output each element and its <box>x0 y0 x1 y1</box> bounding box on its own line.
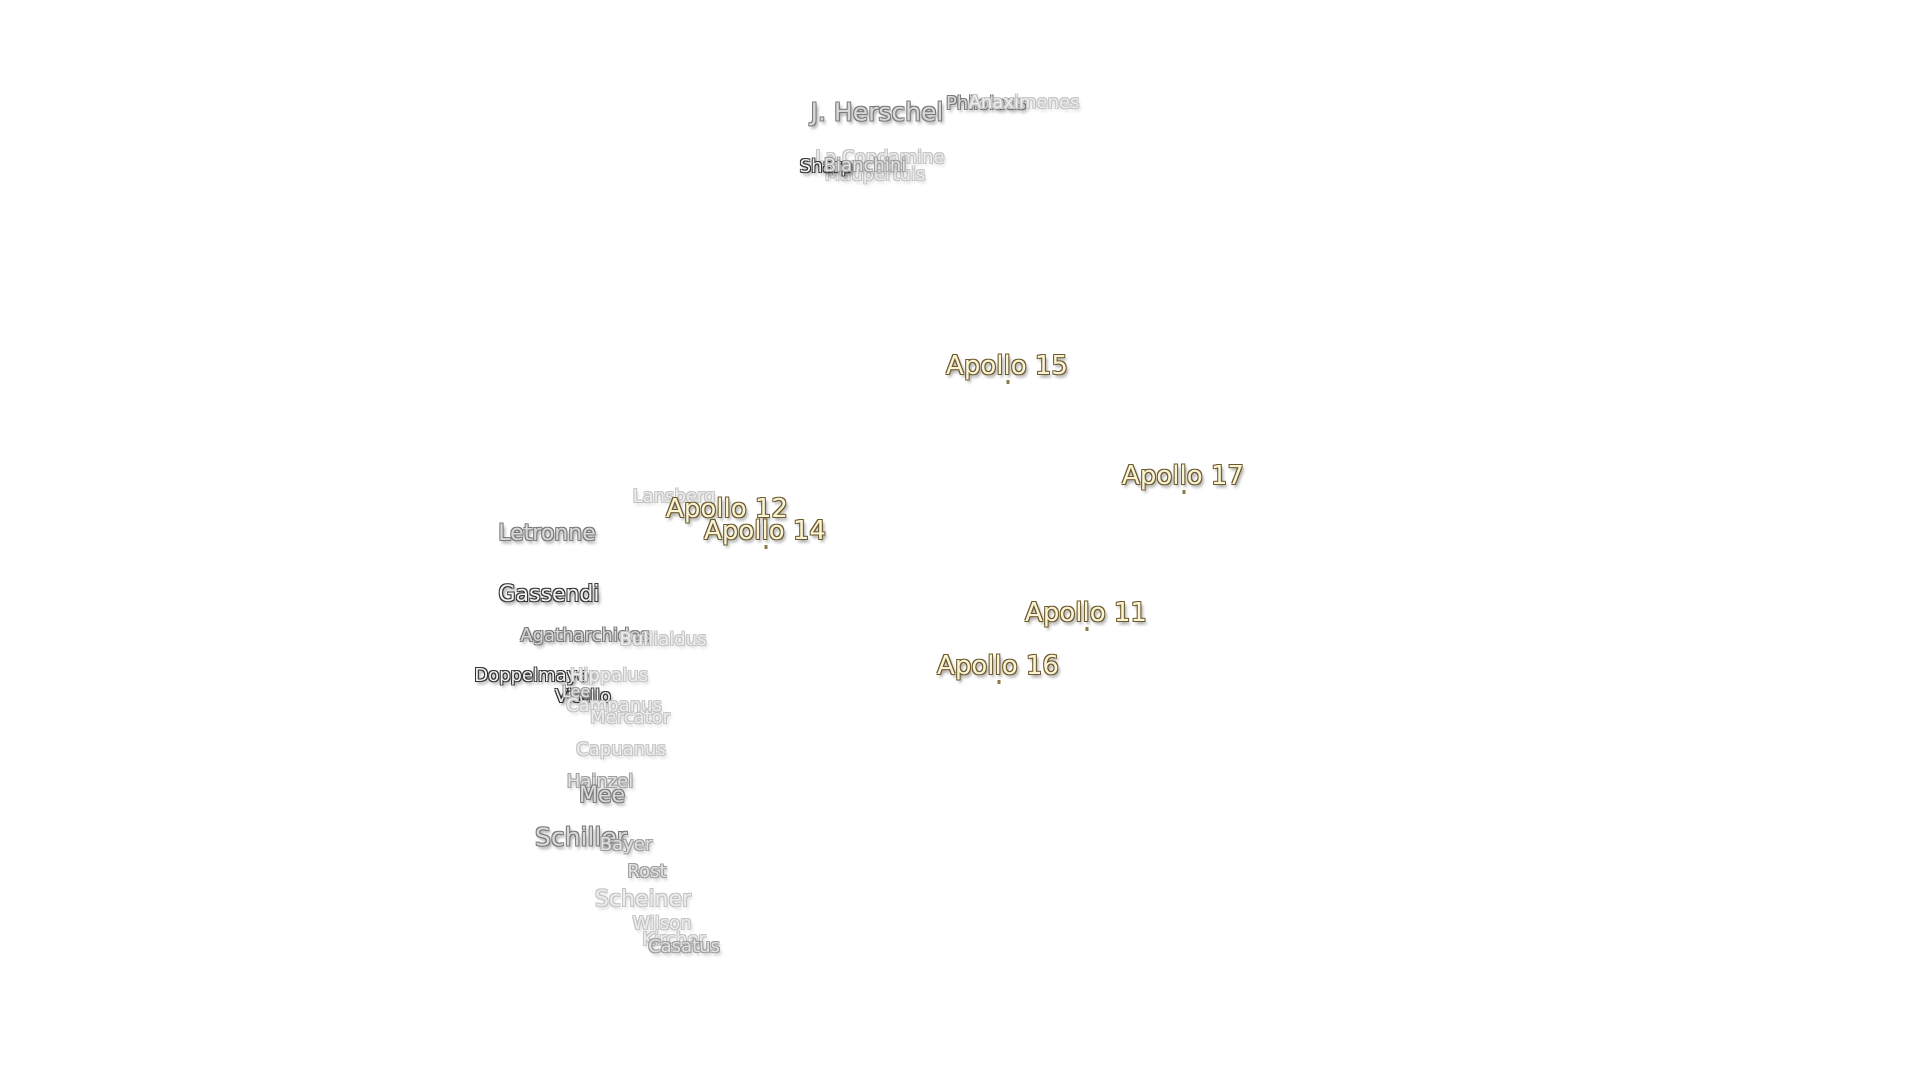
crater-label-agatharchides[interactable]: Agatharchides <box>520 625 650 646</box>
crater-label-maupertuis[interactable]: Maupertuis <box>824 164 926 185</box>
crater-label-scheiner[interactable]: Scheiner <box>594 887 692 912</box>
crater-label-schiller[interactable]: Schiller <box>535 822 627 852</box>
landing-site-label-apollo-12[interactable]: Apollo 12 <box>666 494 788 524</box>
crater-label-capuanus[interactable]: Capuanus <box>576 739 666 760</box>
crater-label-rost[interactable]: Rost <box>627 861 667 882</box>
crater-label-lansberg[interactable]: Lansberg <box>632 486 716 507</box>
landing-site-marker-apollo-17[interactable] <box>1182 490 1186 494</box>
crater-label-philolaus[interactable]: Philolaus <box>945 93 1027 114</box>
crater-label-mee[interactable]: Mee <box>578 783 626 808</box>
landing-site-label-apollo-11[interactable]: Apollo 11 <box>1025 598 1147 628</box>
landing-site-marker-apollo-11[interactable] <box>1085 627 1089 631</box>
landing-site-marker-apollo-15[interactable] <box>1006 380 1010 384</box>
crater-label-wilson[interactable]: Wilson <box>632 913 692 934</box>
crater-label-gassendi[interactable]: Gassendi <box>498 582 600 607</box>
landing-site-marker-apollo-16[interactable] <box>997 680 1001 684</box>
crater-label-bullialdus[interactable]: Bullialdus <box>619 629 707 650</box>
crater-label-sharp[interactable]: Sharp <box>799 156 853 177</box>
crater-label-casatus[interactable]: Casatus <box>648 936 720 957</box>
landing-site-label-apollo-15[interactable]: Apollo 15 <box>946 351 1068 381</box>
crater-label-anaximenes[interactable]: Anaximenes <box>968 92 1080 113</box>
crater-label-mercator[interactable]: Mercator <box>589 707 671 728</box>
crater-label-lee[interactable]: Lee <box>561 682 591 701</box>
landing-site-label-apollo-14[interactable]: Apollo 14 <box>704 516 826 546</box>
crater-label-vitello[interactable]: Vitello <box>554 686 612 707</box>
landing-site-label-apollo-17[interactable]: Apollo 17 <box>1122 461 1244 491</box>
crater-label-bianchini[interactable]: Bianchini <box>823 155 907 176</box>
landing-site-marker-apollo-14[interactable] <box>764 545 768 549</box>
crater-label-campanus[interactable]: Campanus <box>566 695 662 716</box>
crater-label-bayer[interactable]: Bayer <box>599 834 653 855</box>
crater-label-hippalus[interactable]: Hippalus <box>569 665 649 686</box>
crater-label-doppelmayer[interactable]: Doppelmayer <box>474 665 596 686</box>
crater-label-j-herschel[interactable]: J. Herschel <box>810 97 944 127</box>
crater-label-hainzel[interactable]: Hainzel <box>566 771 634 792</box>
crater-label-kircher[interactable]: Kircher <box>642 929 706 950</box>
landing-site-label-apollo-16[interactable]: Apollo 16 <box>937 651 1059 681</box>
crater-label-letronne[interactable]: Letronne <box>498 521 596 546</box>
crater-label-la-condamine[interactable]: La Condamine <box>815 147 945 168</box>
